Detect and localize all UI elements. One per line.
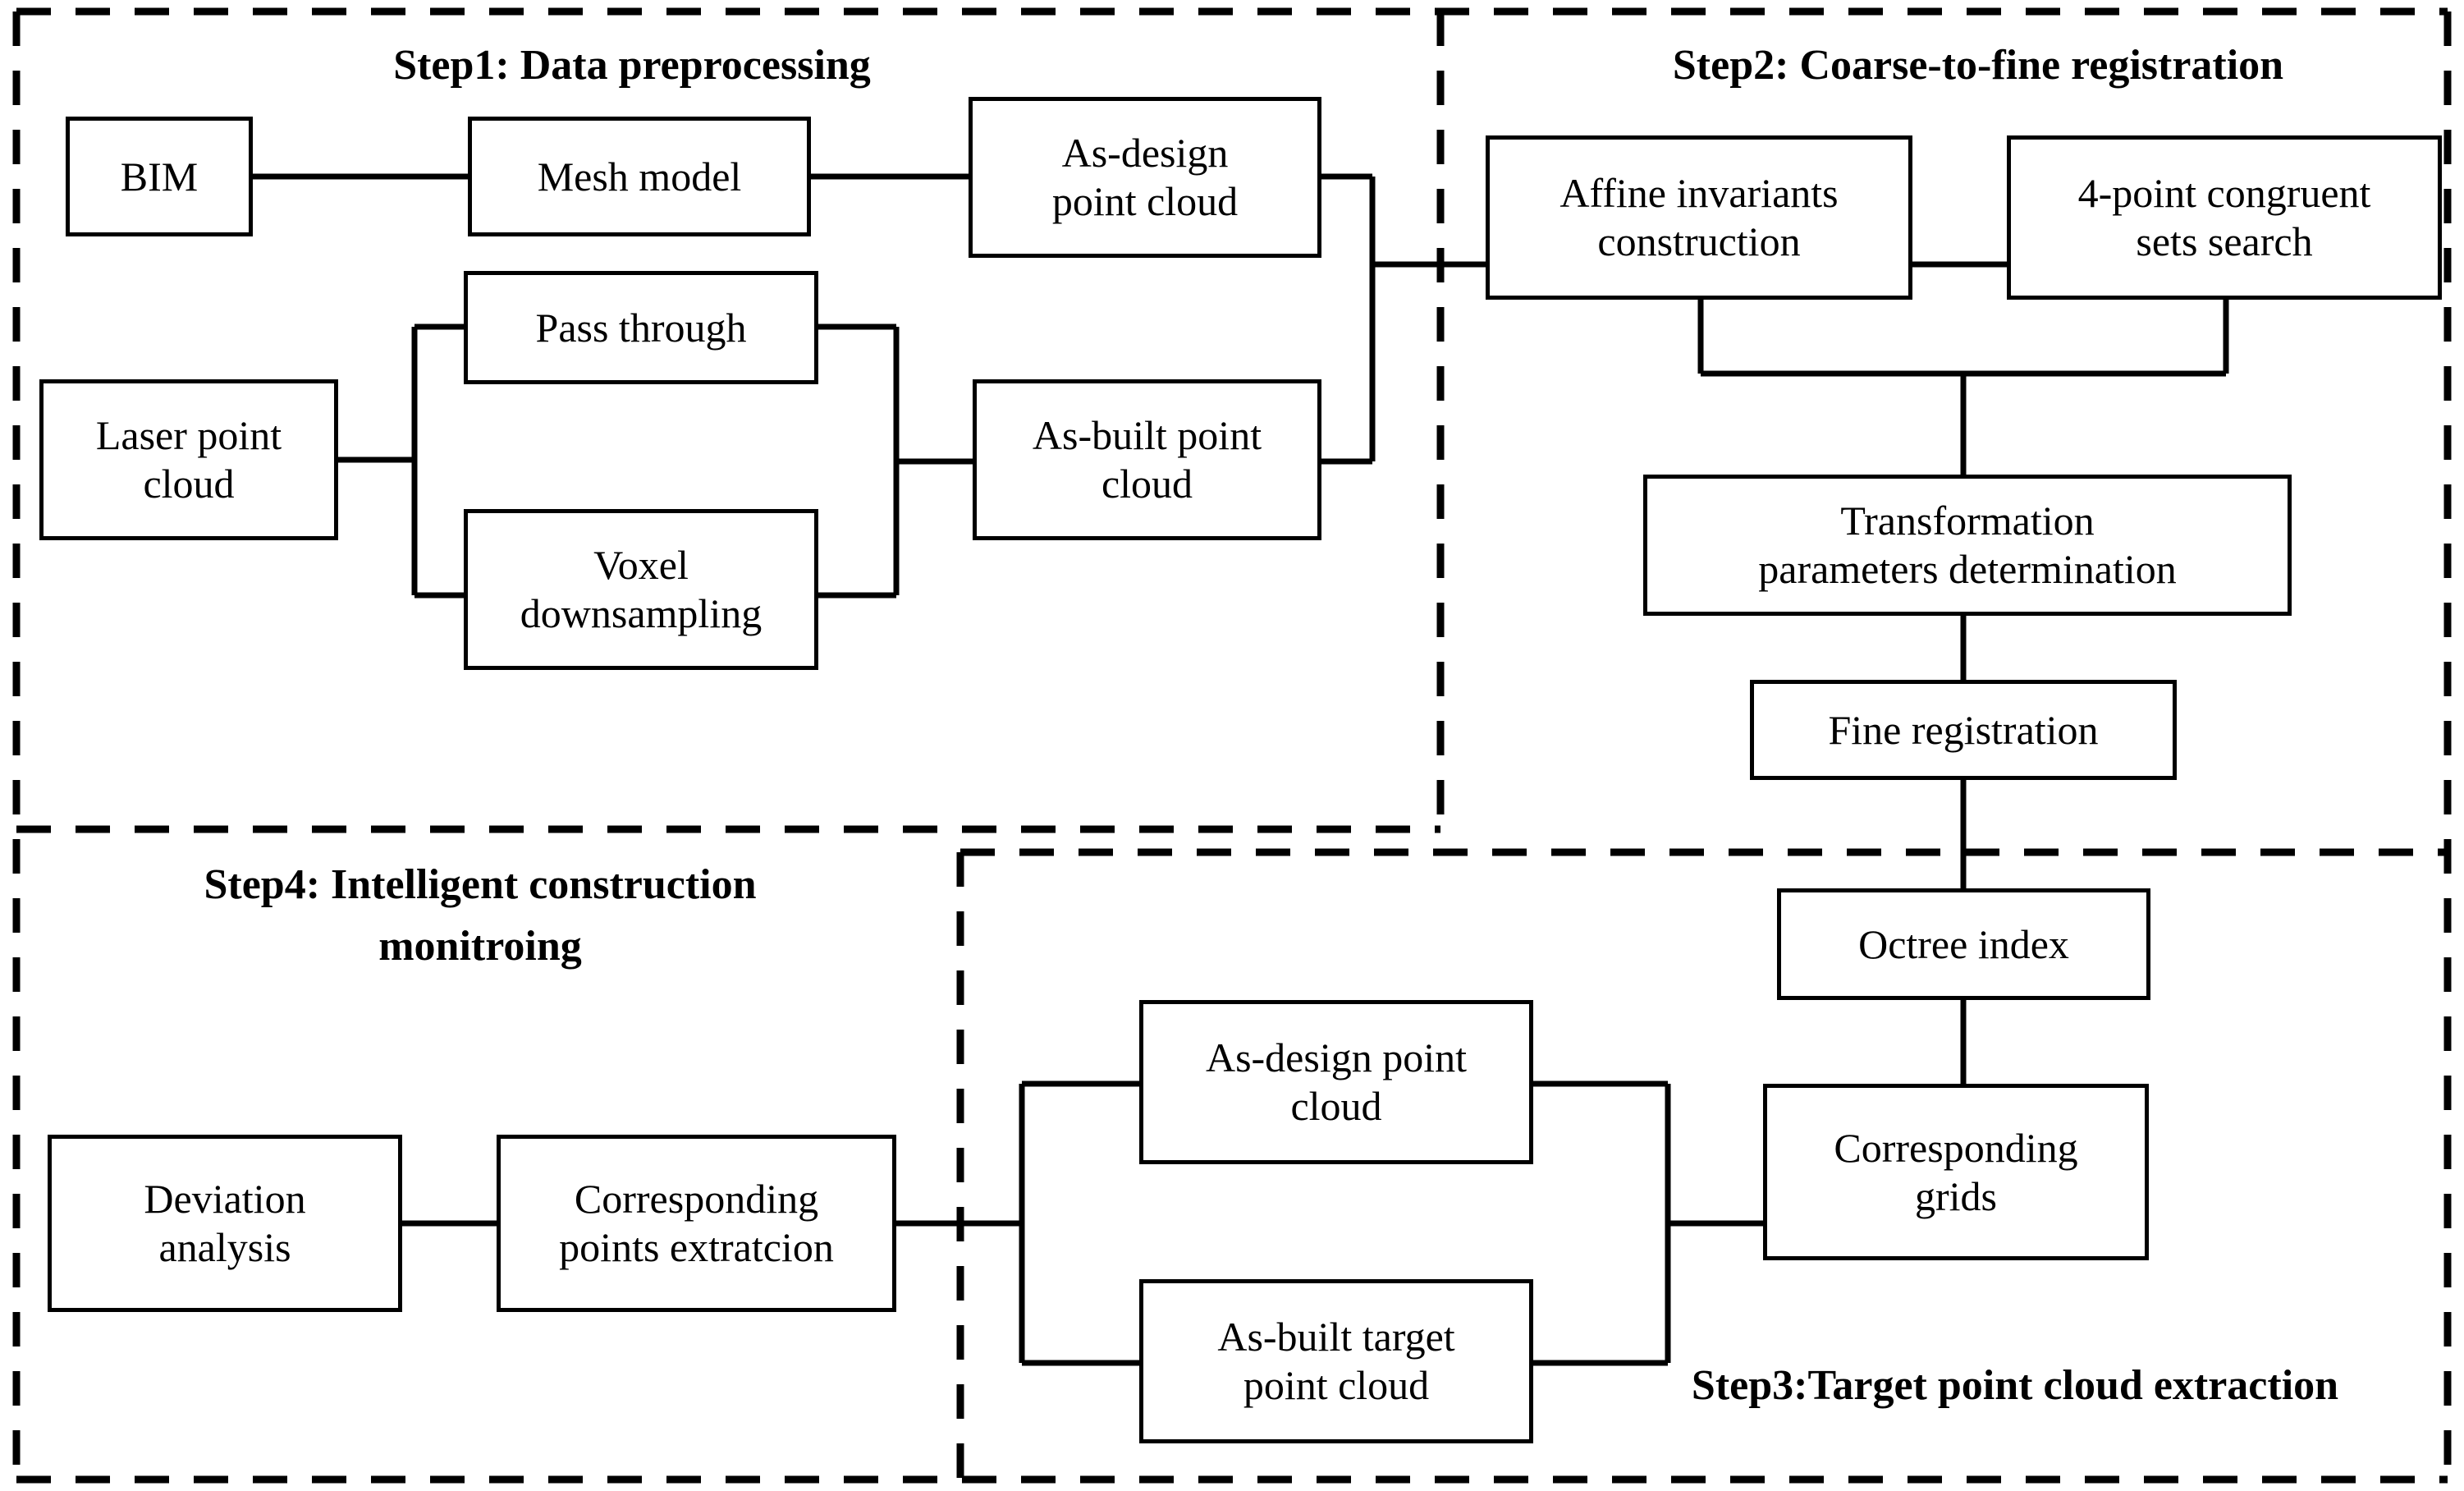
node-corresponding-points-extraction[interactable]: Corresponding points extratcion: [497, 1135, 896, 1312]
step4-caption: Step4: Intelligent construction monitroi…: [204, 861, 757, 970]
node-affine-invariants-construction[interactable]: Affine invariants construction: [1486, 135, 1912, 300]
node-transformation-parameters-determination-label: Transformation parameters determination: [1758, 498, 2177, 592]
node-transformation-parameters-determination[interactable]: Transformation parameters determination: [1643, 475, 2292, 616]
node-corresponding-grids-label: Corresponding grids: [1834, 1124, 2078, 1219]
node-bim[interactable]: BIM: [66, 117, 253, 236]
node-voxel-downsampling[interactable]: Voxel downsampling: [464, 509, 818, 670]
node-affine-invariants-construction-label: Affine invariants construction: [1559, 170, 1839, 264]
node-voxel-downsampling-label: Voxel downsampling: [520, 542, 763, 636]
node-deviation-analysis[interactable]: Deviation analysis: [48, 1135, 402, 1312]
step1-caption: Step1: Data preprocessing: [393, 42, 871, 89]
node-as-design-point-cloud-step3-label: As-design point cloud: [1205, 1035, 1468, 1129]
node-corresponding-grids[interactable]: Corresponding grids: [1763, 1084, 2149, 1260]
node-fine-registration-label: Fine registration: [1828, 706, 2099, 753]
node-as-built-point-cloud[interactable]: As-built point cloud: [973, 379, 1321, 540]
step2-caption: Step2: Coarse-to-fine registration: [1672, 42, 2284, 89]
node-laser-point-cloud-label: Laser point cloud: [95, 412, 282, 507]
node-mesh-model[interactable]: Mesh model: [468, 117, 811, 236]
node-pass-through[interactable]: Pass through: [464, 271, 818, 384]
node-as-built-target-point-cloud[interactable]: As-built target point cloud: [1139, 1279, 1533, 1443]
node-deviation-analysis-label: Deviation analysis: [144, 1176, 306, 1270]
node-as-design-point-cloud-step3[interactable]: As-design point cloud: [1139, 1000, 1533, 1164]
node-as-built-target-point-cloud-label: As-built target point cloud: [1217, 1314, 1455, 1408]
node-bim-label: BIM: [120, 153, 199, 200]
node-as-design-point-cloud[interactable]: As-design point cloud: [969, 97, 1321, 258]
node-4-point-congruent-sets-search-label: 4-point congruent sets search: [2077, 170, 2371, 264]
node-mesh-model-label: Mesh model: [537, 153, 742, 200]
node-as-built-point-cloud-label: As-built point cloud: [1032, 412, 1262, 507]
node-fine-registration[interactable]: Fine registration: [1750, 680, 2177, 780]
node-as-design-point-cloud-label: As-design point cloud: [1051, 130, 1239, 224]
node-octree-index[interactable]: Octree index: [1777, 888, 2150, 1000]
node-pass-through-label: Pass through: [535, 304, 747, 351]
node-corresponding-points-extraction-label: Corresponding points extratcion: [559, 1176, 834, 1270]
node-octree-index-label: Octree index: [1858, 920, 2069, 967]
node-laser-point-cloud[interactable]: Laser point cloud: [39, 379, 338, 540]
step3-caption: Step3:Target point cloud extraction: [1691, 1362, 2339, 1409]
node-4-point-congruent-sets-search[interactable]: 4-point congruent sets search: [2007, 135, 2442, 300]
